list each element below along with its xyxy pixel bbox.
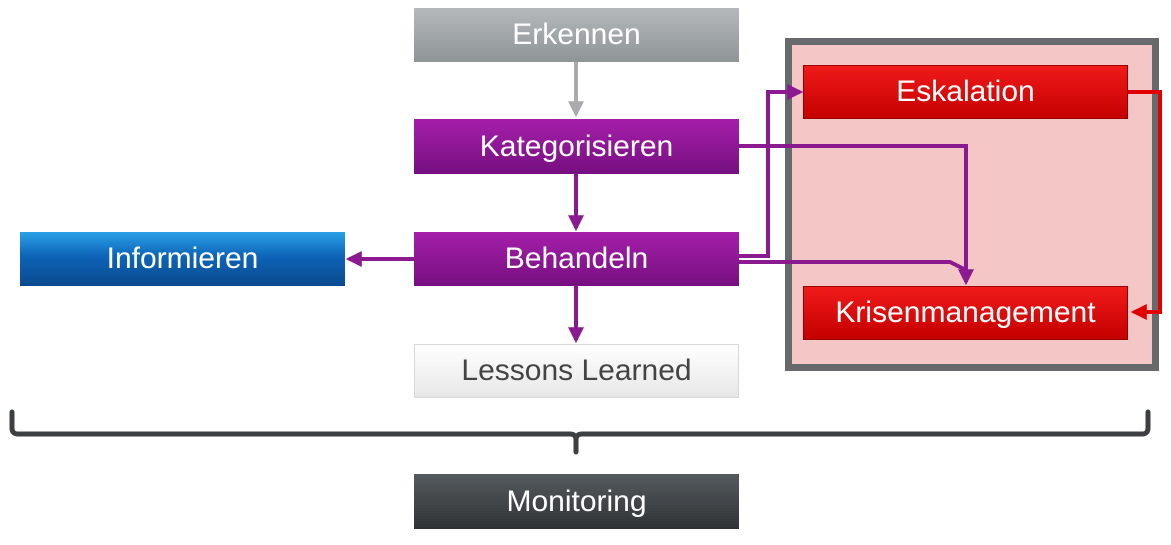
arrow-behandeln-krisenmanagement (739, 260, 967, 272)
node-kategorisieren: Kategorisieren (414, 119, 739, 174)
node-krisenmanagement: Krisenmanagement (803, 286, 1128, 340)
monitoring-bracket (9, 409, 1151, 455)
arrow-eskalation-krisenmanagement (1128, 90, 1162, 320)
node-behandeln: Behandeln (414, 232, 739, 286)
node-erkennen: Erkennen (414, 8, 739, 62)
arrow-kategorisieren-krisenmanagement (739, 144, 974, 286)
node-lessons-learned: Lessons Learned (414, 344, 739, 398)
arrow-behandeln-eskalation (739, 84, 804, 258)
node-monitoring: Monitoring (414, 474, 739, 529)
node-informieren: Informieren (20, 232, 345, 286)
node-eskalation: Eskalation (803, 65, 1128, 119)
